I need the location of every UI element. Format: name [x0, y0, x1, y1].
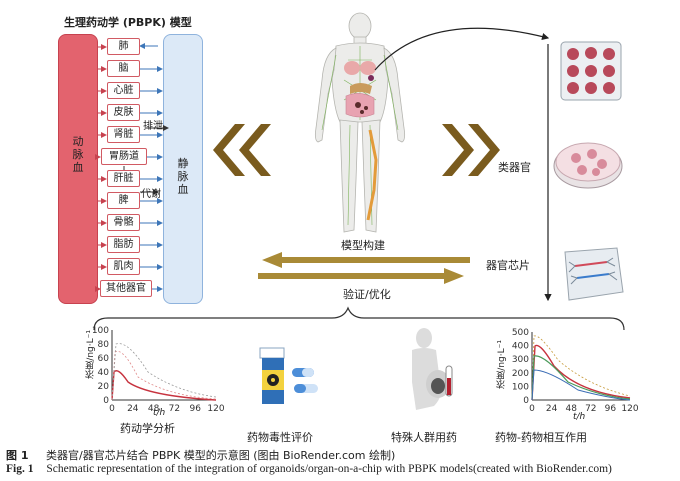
organ-box: 脾 [107, 192, 140, 209]
x-tick-label: 0 [109, 404, 115, 414]
caption-cn-label: 图 1 [6, 449, 29, 462]
metabolism-label: 代谢 [141, 189, 161, 200]
human-body-illustration [314, 12, 406, 233]
y-tick-label: 400 [512, 342, 529, 352]
left-chevron-icon [213, 124, 271, 176]
organ-box: 骨骼 [107, 214, 140, 231]
arterial-blood-bar: 动脉血 [58, 34, 98, 304]
app-ddi: 药物-药物相互作用 [495, 431, 587, 444]
x-tick-label: 72 [585, 404, 596, 414]
arterial-blood-label: 动脉血 [72, 135, 84, 174]
organ-box: 皮肤 [107, 104, 140, 121]
venous-blood-label: 静脉血 [177, 157, 189, 196]
organ-box: 心脏 [107, 82, 140, 99]
organ-on-chip-illustration [564, 247, 624, 301]
y-tick-label: 200 [512, 369, 529, 379]
caption-en-label: Fig. 1 [6, 463, 34, 475]
organoid-well-plate-illustration [560, 41, 622, 101]
y-tick-label: 0 [103, 396, 109, 406]
model-build-label: 模型构建 [341, 239, 385, 252]
organ-box: 脑 [107, 60, 140, 77]
organoid-label: 类器官 [498, 161, 531, 174]
venous-blood-bar: 静脉血 [163, 34, 203, 304]
y-tick-label: 20 [98, 382, 110, 392]
organ-box: 其他器官 [100, 280, 152, 297]
organ-box: 胃肠道 [101, 148, 147, 165]
drug-toxicity-illustration [259, 347, 318, 404]
organ-box: 肺 [107, 38, 140, 55]
chart1-xlabel: t/h [153, 408, 166, 418]
app-special-population: 特殊人群用药 [391, 431, 457, 444]
caption-cn-text: 类器官/器官芯片结合 PBPK 模型的示意图 (图由 BioRender.com… [45, 449, 396, 462]
x-tick-label: 72 [169, 404, 180, 414]
organ-box: 肝脏 [107, 170, 140, 187]
organ-box: 肌肉 [107, 258, 140, 275]
x-tick-label: 48 [565, 404, 577, 414]
pk-concentration-chart: 100 80 60 40 20 00 24 48 72 96 120 [92, 326, 225, 414]
right-chevron-icon [442, 124, 500, 176]
y-tick-label: 100 [512, 382, 529, 392]
chart2-ylabel: 浓度/ng·L⁻¹ [497, 340, 507, 389]
caption-en: Fig. 1 Schematic representation of the i… [6, 463, 612, 475]
pbpk-title: 生理药动学 (PBPK) 模型 [64, 16, 192, 29]
caption-en-text: Schematic representation of the integrat… [46, 463, 612, 475]
excretion-label: 排泄 [143, 121, 163, 132]
app-drug-toxicity: 药物毒性评价 [247, 431, 313, 444]
y-tick-label: 80 [98, 340, 110, 350]
x-tick-label: 24 [546, 404, 558, 414]
organ-chip-label: 器官芯片 [486, 259, 530, 272]
y-tick-label: 0 [523, 396, 529, 406]
chart2-xlabel: t/h [573, 412, 586, 422]
x-tick-label: 120 [621, 404, 638, 414]
y-tick-label: 100 [92, 326, 109, 336]
x-tick-label: 48 [148, 404, 160, 414]
x-tick-label: 0 [529, 404, 535, 414]
y-tick-label: 500 [512, 328, 529, 338]
validate-optimize-label: 验证/优化 [343, 288, 391, 301]
y-tick-label: 60 [98, 354, 110, 364]
organ-box: 肾脏 [107, 126, 140, 143]
x-tick-label: 96 [189, 404, 201, 414]
caption-cn: 图 1 类器官/器官芯片结合 PBPK 模型的示意图 (图由 BioRender… [6, 447, 395, 463]
x-tick-label: 120 [207, 404, 224, 414]
x-tick-label: 96 [605, 404, 617, 414]
app-pk-analysis: 药动学分析 [120, 422, 175, 435]
chart1-ylabel: 浓度/ng·L⁻¹ [86, 330, 96, 379]
organ-box: 脂肪 [107, 236, 140, 253]
y-tick-label: 300 [512, 355, 529, 365]
special-population-illustration [412, 328, 453, 410]
y-tick-label: 40 [98, 368, 110, 378]
x-tick-label: 24 [127, 404, 139, 414]
ddi-concentration-chart: 500 400 300 200 100 00 24 48 72 96 120 [512, 328, 638, 414]
organoid-dish-illustration [553, 142, 623, 189]
